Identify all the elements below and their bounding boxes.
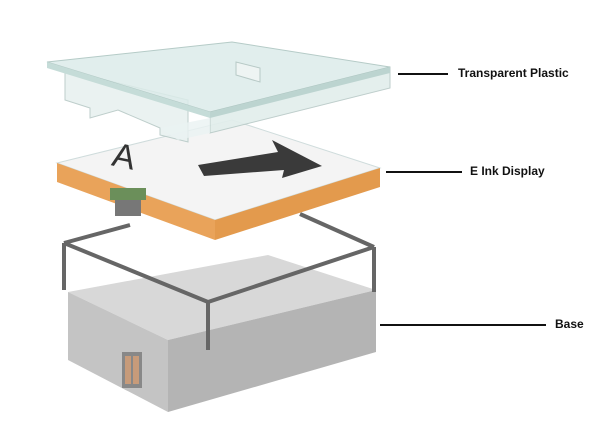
eink-display: A — [55, 119, 382, 240]
wire-frame — [62, 212, 376, 350]
base-block — [68, 255, 376, 412]
label-transparent-plastic: Transparent Plastic — [458, 66, 569, 80]
plastic-cover — [46, 41, 391, 143]
base-leader-line — [380, 324, 546, 326]
plastic-leader-line — [398, 73, 448, 75]
display-leader-line — [386, 171, 462, 173]
label-base: Base — [555, 317, 584, 331]
display-connector — [110, 188, 146, 200]
arrow-icon — [198, 140, 322, 178]
label-eink-display: E Ink Display — [470, 164, 545, 178]
